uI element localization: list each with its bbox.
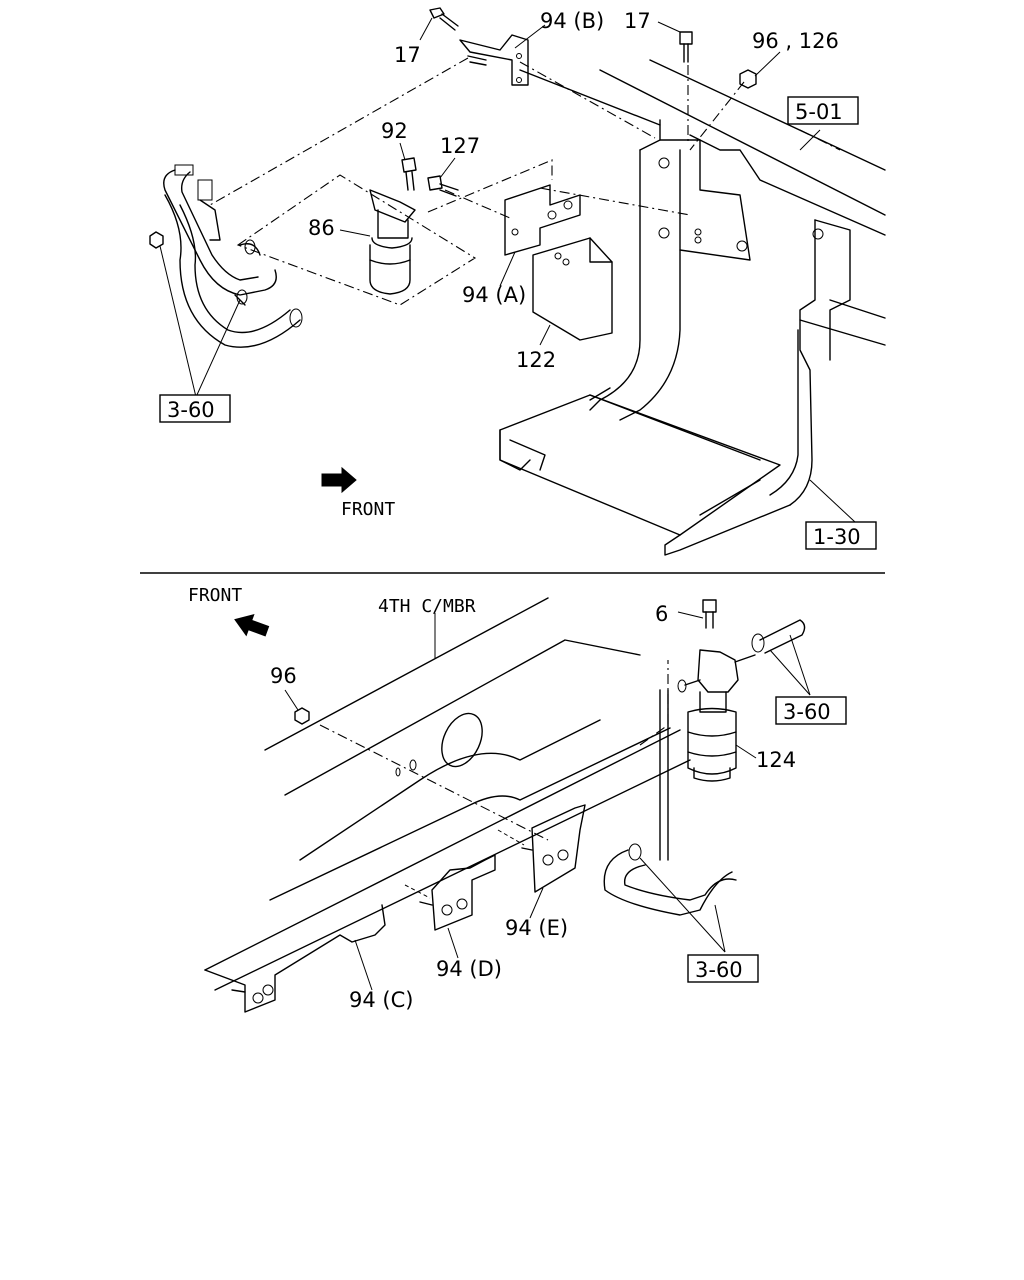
ref-box-3-60-right [775,696,847,725]
ref-3-60-bottom: 3-60 [695,958,743,982]
fuel-filter-124 [677,599,756,782]
callout-94e: 94 (E) [505,916,568,940]
ref-box-3-60-upper [159,394,231,423]
leader-a [427,159,553,213]
cover-122 [532,237,613,341]
label-4th-crossmember: 4TH C/MBR [378,596,476,617]
ref-box-3-60-bottom [687,954,759,983]
crossmember-4th [204,597,691,991]
ref-3-60-right: 3-60 [783,700,831,724]
leader-h [799,129,841,151]
filter-mount-outline [236,174,477,306]
hoses-upper [163,164,303,348]
leader-c [519,61,656,139]
front-arrow-icon [321,466,357,494]
fasteners-upper [149,7,757,249]
ref-box-1-30 [805,521,877,550]
front-label-upper: FRONT [341,499,395,520]
ref-box-5-01 [787,96,859,125]
leader-g [689,81,745,151]
callout-leaders-upper [159,17,856,523]
ref-5-01: 5-01 [795,100,843,124]
hoses-lower [319,619,806,916]
bracket-94c [204,904,386,1013]
leader-d [209,57,469,206]
callout-92: 92 [381,119,408,143]
carrier-bracket [499,119,851,556]
leader-b [539,187,691,216]
bracket-94b [459,34,529,86]
lower-assembly: 4TH C/MBR 6 96 124 94 (C) 94 (D) 94 (E) … [188,585,847,1013]
callout-6: 6 [655,602,668,626]
callout-17-left: 17 [394,43,421,67]
callout-94a: 94 (A) [462,283,526,307]
bracket-94e [497,804,586,893]
callout-86: 86 [308,216,335,240]
callout-17-right: 17 [624,9,651,33]
front-label-lower: FRONT [188,585,242,606]
callout-94c: 94 (C) [349,988,413,1012]
bracket-94a [504,184,581,256]
callout-leaders-lower [284,611,811,991]
bracket-94d [404,854,496,931]
callout-96-lower: 96 [270,664,297,688]
callout-94b: 94 (B) [540,9,604,33]
upper-assembly: 17 94 (B) 17 96 , 126 92 127 86 94 (A) 1… [149,7,886,556]
ref-3-60-upper: 3-60 [167,398,215,422]
nut-96 [294,707,310,725]
callout-124: 124 [756,748,796,772]
callout-94d: 94 (D) [436,957,502,981]
ref-1-30: 1-30 [813,525,861,549]
fuel-filter-86 [369,189,416,295]
frame-rail [519,59,886,346]
front-arrow-icon-lower [234,613,270,637]
callout-96-126: 96 , 126 [752,29,839,53]
leader-e [444,189,511,219]
callout-127: 127 [440,134,480,158]
callout-122: 122 [516,348,556,372]
